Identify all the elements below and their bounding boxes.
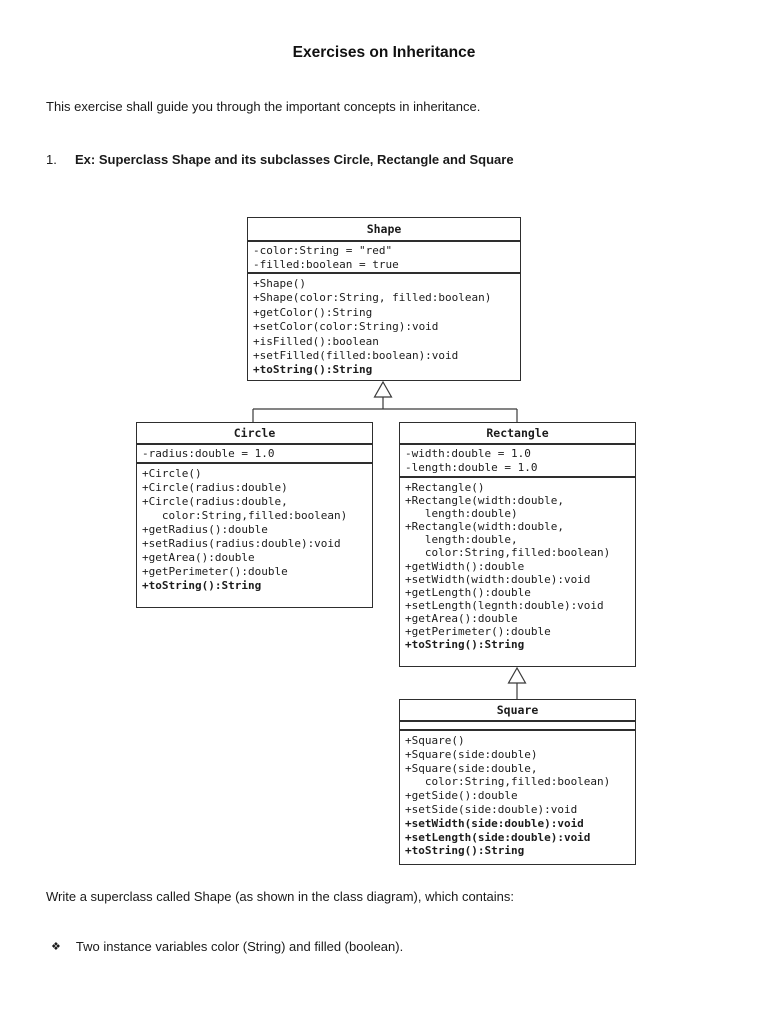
generalization-triangle-shape: [373, 380, 393, 398]
uml-methods: +Shape()+Shape(color:String, filled:bool…: [248, 274, 520, 378]
intro-paragraph: This exercise shall guide you through th…: [46, 99, 481, 114]
uml-line: +getPerimeter():double: [405, 625, 551, 639]
uml-class-title: Rectangle: [400, 423, 635, 445]
uml-line: length:double): [405, 507, 518, 521]
uml-attributes: -color:String = "red"-filled:boolean = t…: [248, 242, 520, 274]
exercise-number: 1.: [46, 152, 57, 167]
uml-line: color:String,filled:boolean): [142, 509, 348, 522]
uml-line: +Shape(): [253, 277, 306, 290]
uml-line: +Square(): [405, 734, 465, 747]
uml-line: +setRadius(radius:double):void: [142, 537, 341, 550]
diamond-bullet-icon: ❖: [51, 941, 61, 953]
uml-line: +Rectangle(width:double,: [405, 520, 564, 534]
uml-line: +Square(side:double): [405, 747, 538, 761]
uml-line: +isFilled():boolean: [253, 334, 379, 348]
uml-methods: +Square()+Square(side:double)+Square(sid…: [400, 731, 635, 858]
uml-line: -length:double = 1.0: [405, 460, 538, 474]
uml-line: +getSide():double: [405, 789, 518, 803]
uml-line: color:String,filled:boolean): [405, 775, 611, 789]
uml-attributes: -width:double = 1.0-length:double = 1.0: [400, 445, 635, 478]
uml-line: -radius:double = 1.0: [142, 447, 275, 460]
bullet-text: Two instance variables color (String) an…: [75, 939, 404, 954]
uml-class-shape: Shape -color:String = "red"-filled:boole…: [247, 217, 521, 381]
uml-line: -filled:boolean = true: [253, 257, 399, 271]
uml-line: +getPerimeter():double: [142, 565, 288, 578]
uml-class-circle: Circle -radius:double = 1.0 +Circle()+Ci…: [136, 422, 373, 608]
uml-line: +toString():String: [253, 363, 373, 377]
uml-line: +getWidth():double: [405, 559, 525, 573]
uml-line: +toString():String: [405, 638, 525, 652]
uml-line: +toString():String: [142, 579, 262, 592]
uml-line: +setLength(side:double):void: [405, 830, 591, 844]
uml-line: +getLength():double: [405, 585, 531, 599]
uml-class-rectangle: Rectangle -width:double = 1.0-length:dou…: [399, 422, 636, 667]
generalization-triangle-rectangle: [507, 666, 527, 684]
uml-line: +setLength(legnth:double):void: [405, 598, 604, 612]
page-title: Exercises on Inheritance: [292, 44, 476, 61]
uml-methods: +Circle()+Circle(radius:double)+Circle(r…: [137, 464, 372, 593]
exercise-item: 1. Ex: Superclass Shape and its subclass…: [46, 152, 514, 167]
uml-line: length:double,: [405, 533, 518, 547]
uml-line: +toString():String: [405, 844, 525, 858]
uml-line: +Circle(): [142, 467, 202, 480]
uml-line: +getArea():double: [405, 611, 518, 625]
uml-line: +setColor(color:String):void: [253, 320, 439, 334]
uml-line: +getColor():String: [253, 305, 373, 319]
uml-methods: +Rectangle()+Rectangle(width:double, len…: [400, 478, 635, 651]
write-superclass-text: Write a superclass called Shape (as show…: [46, 889, 514, 904]
uml-line: +setWidth(side:double):void: [405, 816, 584, 830]
uml-line: +getArea():double: [142, 551, 255, 564]
uml-line: -width:double = 1.0: [405, 447, 531, 460]
uml-line: +Rectangle(width:double,: [405, 494, 564, 508]
uml-line: +setWidth(width:double):void: [405, 572, 591, 586]
uml-class-title: Circle: [137, 423, 372, 445]
bullet-item: ❖ Two instance variables color (String) …: [51, 939, 403, 954]
uml-line: +setSide(side:double):void: [405, 802, 578, 816]
uml-line: -color:String = "red": [253, 244, 393, 257]
uml-line: +setFilled(filled:boolean):void: [253, 349, 459, 363]
uml-line: +Rectangle(): [405, 481, 485, 494]
uml-class-square: Square +Square()+Square(side:double)+Squ…: [399, 699, 636, 865]
uml-line: color:String,filled:boolean): [405, 546, 611, 560]
uml-line: +Shape(color:String, filled:boolean): [253, 291, 492, 305]
exercise-heading: Ex: Superclass Shape and its subclasses …: [75, 152, 514, 167]
uml-line: +Square(side:double,: [405, 761, 538, 775]
uml-class-title: Square: [400, 700, 635, 722]
uml-line: +Circle(radius:double,: [142, 495, 288, 508]
uml-line: +getRadius():double: [142, 523, 268, 536]
uml-class-title: Shape: [248, 218, 520, 242]
uml-attributes: -radius:double = 1.0: [137, 445, 372, 464]
uml-line: +Circle(radius:double): [142, 481, 288, 494]
uml-attributes: [400, 722, 635, 731]
